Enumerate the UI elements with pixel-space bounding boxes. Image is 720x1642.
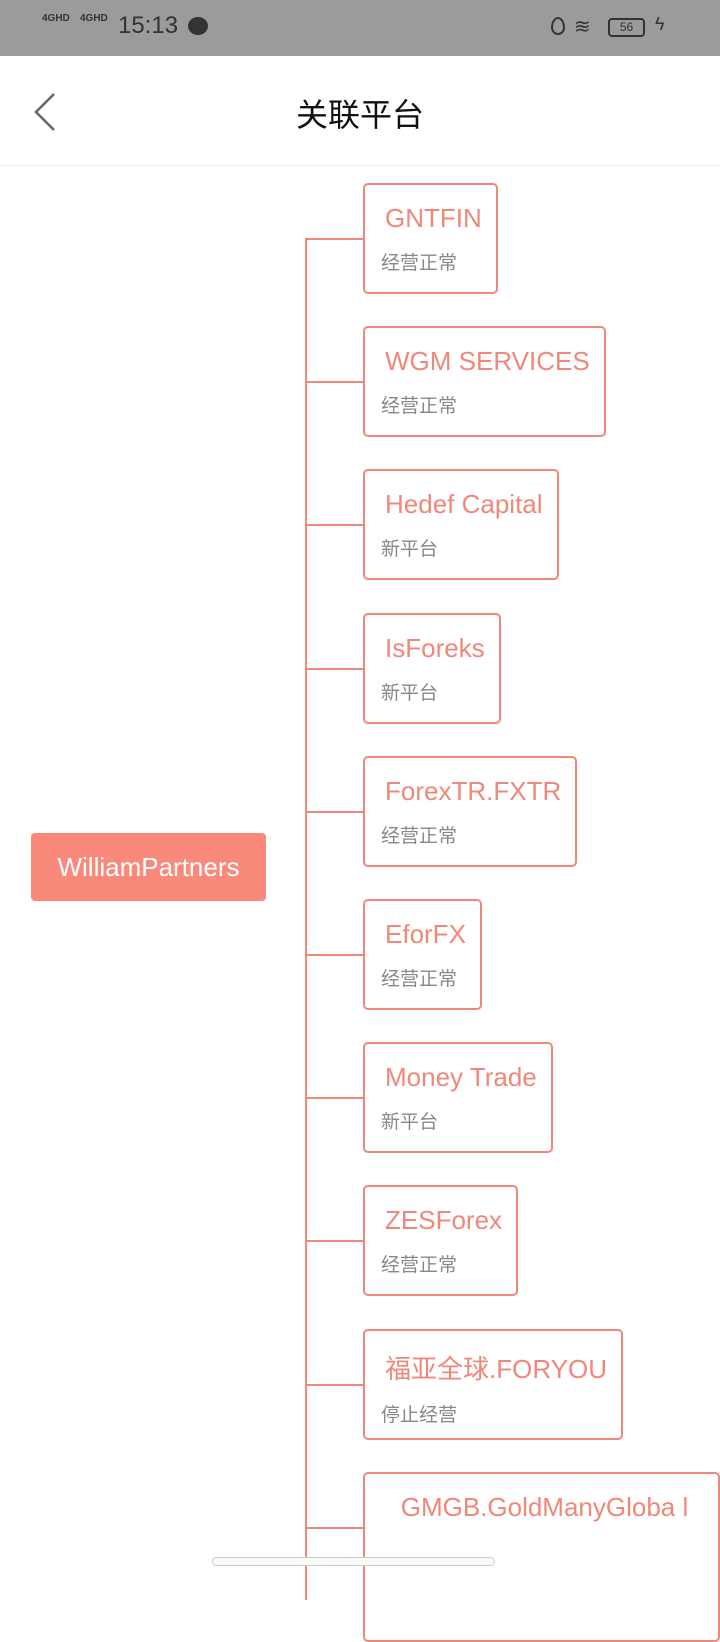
tree-connector-branch — [305, 381, 363, 384]
page-title: 关联平台 — [295, 97, 424, 133]
charging-icon: ϟ — [655, 14, 665, 34]
platform-node[interactable]: Hedef Capital 新平台 — [363, 469, 559, 581]
platform-node[interactable]: GNTFIN 经营正常 — [363, 183, 498, 294]
tree-connector-branch — [305, 1383, 363, 1386]
platform-status: 新平台 — [381, 682, 439, 704]
signal-icon-2: 4GHD — [80, 13, 108, 24]
wifi-icon: ≋ — [574, 16, 591, 38]
location-icon — [551, 17, 565, 35]
platform-status: 经营正常 — [381, 253, 458, 274]
home-indicator[interactable] — [212, 1557, 495, 1566]
platform-status: 经营正常 — [381, 825, 458, 847]
battery-icon: 56 — [608, 18, 645, 37]
signal-icon: 4GHD — [42, 13, 70, 24]
platform-name: Money Trade — [385, 1062, 537, 1093]
platform-node[interactable]: WGM SERVICES 经营正常 — [363, 326, 606, 438]
platform-node[interactable]: ZESForex 经营正常 — [363, 1185, 519, 1297]
platform-status: 经营正常 — [381, 1255, 458, 1277]
tree-connector-branch — [305, 954, 363, 956]
platform-name: GMGB.GoldManyGloba l — [400, 1491, 689, 1522]
root-company-node[interactable]: WilliamPartners — [31, 833, 266, 901]
platform-name: ZESForex — [385, 1205, 503, 1236]
clock: 15:13 — [118, 12, 179, 39]
platform-status: 停止经营 — [381, 1404, 458, 1426]
platform-status: 新平台 — [381, 539, 439, 561]
platform-status: 新平台 — [381, 1112, 439, 1134]
platform-node[interactable]: IsForeks 新平台 — [363, 612, 501, 724]
back-arrow-icon[interactable] — [30, 92, 60, 132]
platform-name: EforFX — [385, 919, 466, 949]
platform-node[interactable]: ForexTR.FXTR 经营正常 — [363, 755, 578, 867]
platform-name: IsForeks — [385, 632, 485, 663]
platform-name: 福亚全球.FORYOU — [385, 1353, 607, 1384]
tree-connector-branch — [305, 810, 363, 813]
platform-node[interactable]: Money Trade 新平台 — [363, 1042, 553, 1154]
platform-name: GNTFIN — [385, 203, 482, 233]
wechat-icon — [188, 17, 208, 35]
platform-status: 经营正常 — [381, 396, 458, 418]
tree-connector-branch — [305, 1526, 363, 1529]
platform-name: Hedef Capital — [385, 489, 543, 520]
tree-connector-trunk — [305, 239, 307, 1600]
platform-node[interactable]: 福亚全球.FORYOU 停止经营 — [363, 1328, 623, 1440]
platform-node[interactable]: EforFX 经营正常 — [363, 899, 482, 1010]
tree-connector-branch — [305, 238, 363, 240]
platform-name: ForexTR.FXTR — [385, 775, 562, 806]
tree-connector-branch — [305, 1240, 363, 1243]
status-bar: 4GHD 4GHD 15:13 ≋ 56 ϟ — [0, 0, 720, 56]
platform-status: 经营正常 — [381, 969, 458, 990]
tree-connector-branch — [305, 667, 363, 670]
tree-connector-branch — [305, 524, 363, 527]
platform-name: WGM SERVICES — [385, 346, 590, 377]
tree-connector-branch — [305, 1097, 363, 1100]
app-header: 关联平台 — [0, 56, 720, 166]
